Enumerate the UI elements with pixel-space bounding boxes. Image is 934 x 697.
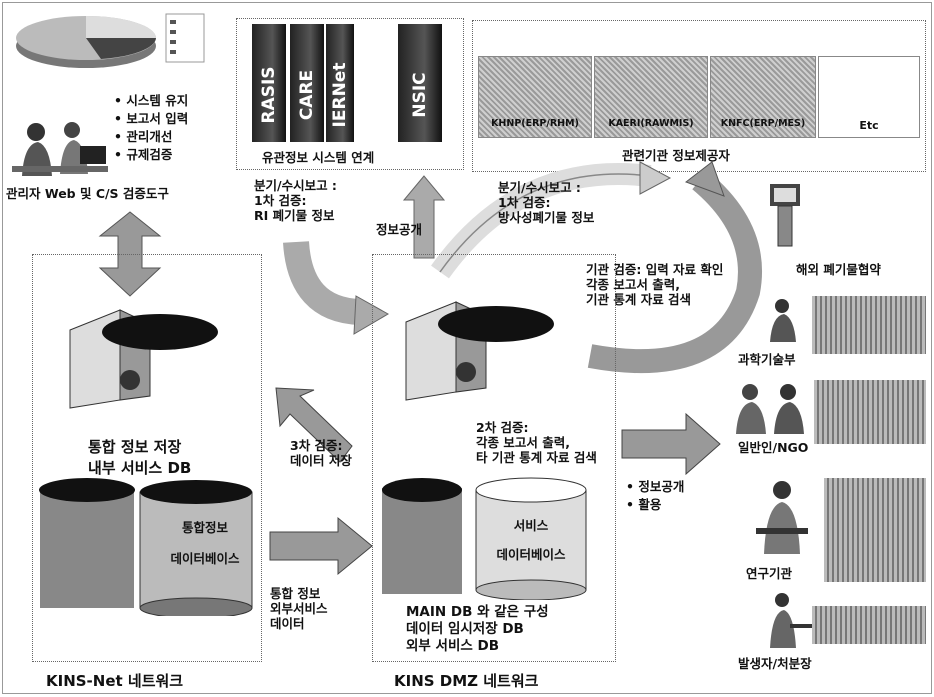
third-check-label: 3차 검증: 데이터 저장 [290,438,352,468]
net-db-label: 통합정보 데이터베이스 [170,520,240,566]
computer-terminal-icon [770,184,800,247]
user-photo [812,296,926,354]
server-icon [69,309,218,409]
admin-bullets: 시스템 유지 보고서 입력 관리개선 규제검증 [114,92,188,164]
public-use-list: 정보공개 활용 [626,478,684,514]
provider-card: Etc [818,56,920,138]
server-icon [405,301,554,401]
dmz-db-label: 서비스 데이터베이스 [496,518,566,562]
user-photo [824,478,926,582]
database-icon [39,478,253,616]
people-meeting-icon [736,384,804,434]
kins-net-caption: KINS-Net 네트워크 [46,672,184,690]
agency-check-label: 기관 검증: 입력 자료 확인 각종 보고서 출력, 기관 통계 자료 검색 [586,262,724,307]
system-care: CARE [290,24,324,142]
provider-card: KHNP(ERP/RHM) [478,56,592,138]
people-at-computer-icon [12,122,108,176]
database-icon [382,477,587,600]
net-store-label: 통합 정보 저장 내부 서비스 DB [88,438,192,477]
admin-bullet: 보고서 입력 [114,110,188,128]
pie-chart-icon [16,13,205,68]
kins-net-box [32,254,262,662]
admin-bullet: 규제검증 [114,146,188,164]
user-label: 연구기관 [746,566,793,581]
kins-dmz-caption: KINS DMZ 네트워크 [394,672,539,690]
user-label: 과학기술부 [738,352,796,367]
integrated-ext-label: 통합 정보 외부서비스 데이터 [270,586,328,631]
user-photo [814,380,926,444]
dmz-desc-label: MAIN DB 와 같은 구성 데이터 임시저장 DB 외부 서비스 DB [406,604,549,654]
providers-caption: 관련기관 정보제공자 [622,148,730,163]
provider-card: KAERI(RAWMIS) [594,56,708,138]
admin-section: 시스템 유지 보고서 입력 관리개선 규제검증 관리자 Web 및 C/S 검증… [4,6,230,206]
kins-dmz-box [372,254,616,662]
worker-icon [770,593,812,648]
provider-card: KNFC(ERP/MES) [710,56,816,138]
person-at-desk-icon [770,299,796,342]
system-nsic: NSIC [398,24,442,142]
overseas-label: 해외 폐기물협약 [796,262,881,277]
system-iernet: IERNet [326,24,354,142]
user-label: 발생자/처분장 [738,656,812,671]
systems-box [236,18,464,170]
system-rasis: RASIS [252,24,286,142]
admin-bullet: 시스템 유지 [114,92,188,110]
user-label: 일반인/NGO [738,440,809,455]
admin-caption: 관리자 Web 및 C/S 검증도구 [6,186,169,201]
q1-rad-label: 분기/수시보고 : 1차 검증: 방사성폐기물 정보 [498,180,595,225]
admin-bullet: 관리개선 [114,128,188,146]
systems-caption: 유관정보 시스템 연계 [262,150,375,165]
user-photo [812,606,926,644]
publish-label: 정보공개 [376,222,423,237]
researcher-icon [756,481,808,554]
q1-ri-label: 분기/수시보고 : 1차 검증: RI 폐기물 정보 [254,178,337,223]
second-check-label: 2차 검증: 각종 보고서 출력, 타 기관 통계 자료 검색 [476,420,597,465]
